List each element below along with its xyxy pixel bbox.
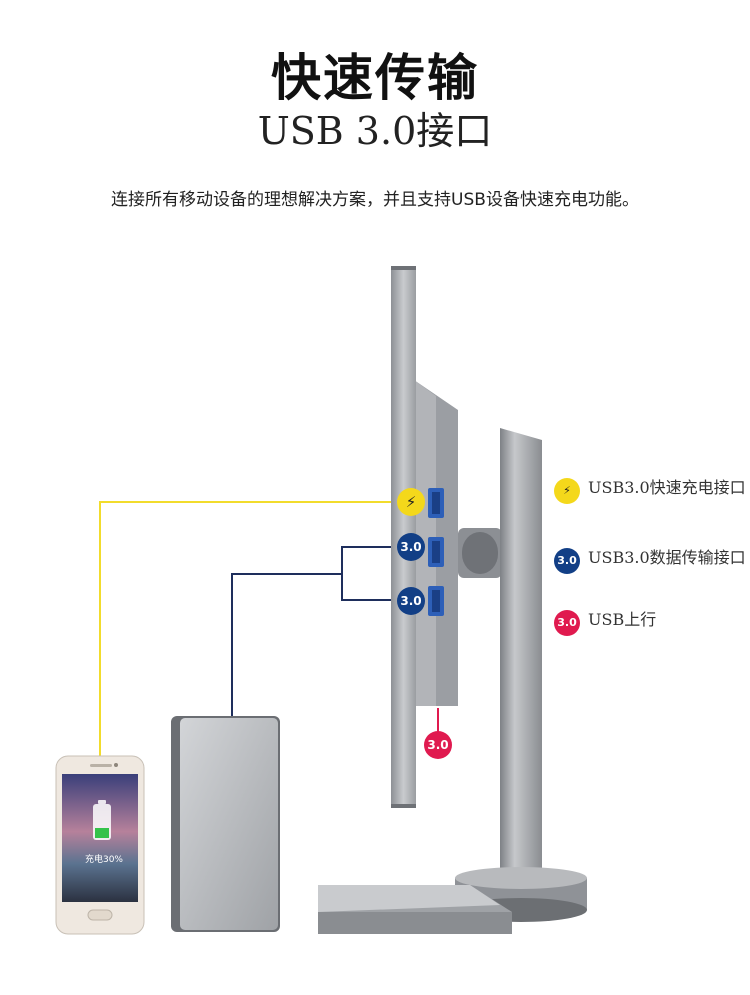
page-description: 连接所有移动设备的理想解决方案，并且支持USB设备快速充电功能。	[111, 190, 639, 210]
battery-icon	[93, 800, 111, 840]
data-connection-lines	[231, 546, 397, 718]
usb-upstream-badge: 3.0	[554, 610, 580, 636]
data-port-badge-2: 3.0	[397, 587, 425, 615]
lightning-icon: ⚡	[554, 478, 580, 504]
usb-port-data-2	[428, 586, 444, 616]
page-subtitle: USB 3.0接口	[257, 109, 493, 153]
legend-label-upstream: USB上行	[588, 610, 657, 629]
upstream-port-badge: 3.0	[424, 731, 452, 759]
charge-connection-line	[99, 501, 397, 758]
charge-port-badge: ⚡	[397, 488, 425, 516]
page-title: 快速传输	[271, 48, 479, 107]
smartphone	[55, 755, 145, 935]
battery-percentage-label: 充电30%	[84, 855, 123, 865]
external-hard-drive	[171, 716, 280, 932]
usb-port-data-1	[428, 537, 444, 567]
data-port-badge-1: 3.0	[397, 533, 425, 561]
usb3-data-badge: 3.0	[554, 548, 580, 574]
monitor-hinge	[458, 528, 502, 578]
legend-label-charge: USB3.0快速充电接口	[588, 478, 746, 497]
monitor-base	[318, 885, 512, 934]
usb-port-charge	[428, 488, 444, 518]
legend-label-data: USB3.0数据传输接口	[588, 548, 746, 567]
lightning-icon: ⚡	[405, 493, 417, 511]
